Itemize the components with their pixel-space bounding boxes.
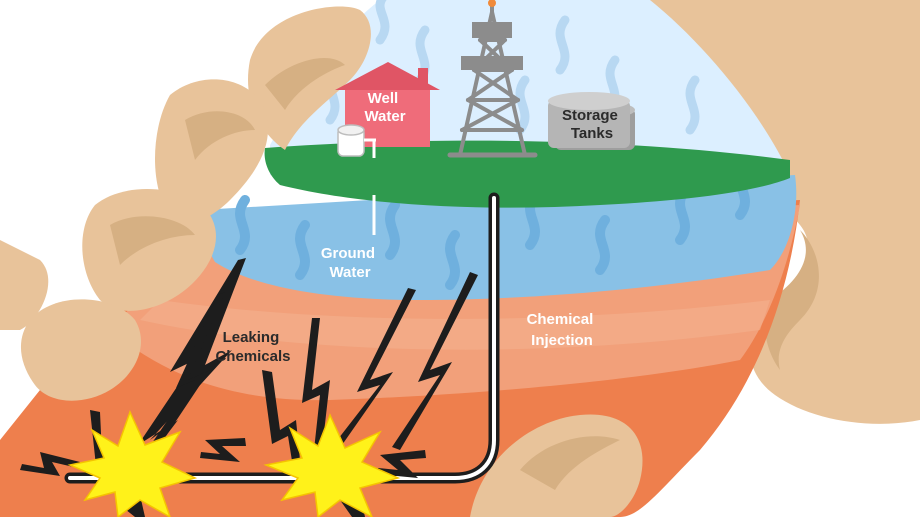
- label-leaking-chemicals: Leaking Chemicals: [215, 329, 290, 365]
- hand-right-shadow: [764, 230, 819, 370]
- drilling-rig-icon: [447, 0, 538, 158]
- well-house-icon: [335, 62, 440, 147]
- crack-icon: [20, 258, 478, 517]
- label-chemical-injection: Chemical Injection: [527, 311, 598, 349]
- explosion-icon: [67, 409, 401, 517]
- injection-pipe: [64, 192, 500, 484]
- water-tank-icon: [337, 124, 376, 158]
- grass-surface: [264, 140, 791, 208]
- label-well-water: Well Water: [364, 90, 405, 125]
- hand-bottom-shadow: [520, 436, 620, 490]
- hand-right: [640, 0, 920, 424]
- vapor-swirls: [325, 0, 700, 135]
- label-storage-tanks: Storage Tanks: [562, 107, 622, 142]
- hand-left-shadows: [110, 57, 345, 265]
- rock-band: [140, 300, 770, 350]
- storage-tank-icon: [548, 92, 635, 150]
- label-ground-water: Ground Water: [321, 245, 379, 281]
